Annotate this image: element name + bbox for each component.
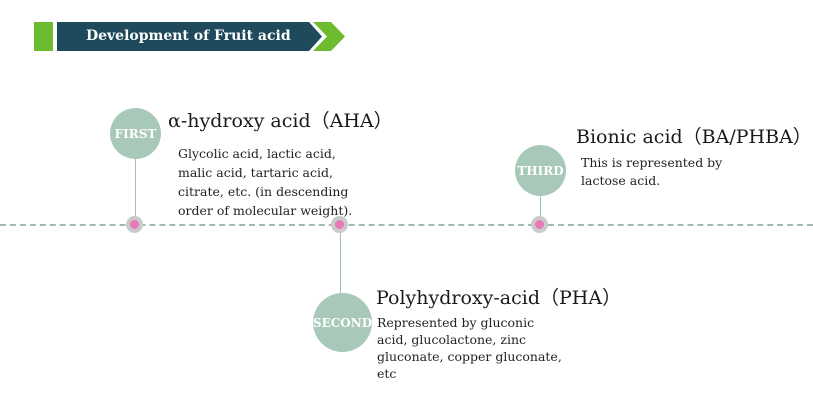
third-connector [540, 194, 541, 220]
second-stage-badge: SECOND [313, 293, 372, 352]
timeline-line [0, 224, 813, 226]
second-stage-description: Represented by gluconic acid, glucolacto… [377, 315, 562, 381]
first-stage-badge-label: FIRST [114, 126, 157, 141]
second-timeline-dot [331, 216, 348, 233]
second-stage-badge-label: SECOND [312, 315, 373, 330]
second-stage-title: Polyhydroxy-acid（PHA） [376, 287, 622, 309]
page-title: Development of Fruit acid [86, 28, 291, 44]
third-stage-description: This is represented by lactose acid. [581, 155, 723, 188]
third-stage-badge: THIRD [515, 145, 566, 196]
header-accent-square [34, 22, 53, 51]
first-connector [135, 150, 136, 220]
header-banner: Development of Fruit acid [57, 22, 322, 51]
third-stage-badge-label: THIRD [517, 163, 564, 178]
first-stage-title: α-hydroxy acid（AHA） [168, 110, 393, 132]
third-stage-title: Bionic acid（BA/PHBA） [576, 126, 812, 148]
second-connector [340, 232, 341, 294]
first-stage-badge: FIRST [110, 108, 161, 159]
third-timeline-dot [531, 216, 548, 233]
first-stage-description: Glycolic acid, lactic acid, malic acid, … [178, 146, 353, 218]
first-timeline-dot [126, 216, 143, 233]
